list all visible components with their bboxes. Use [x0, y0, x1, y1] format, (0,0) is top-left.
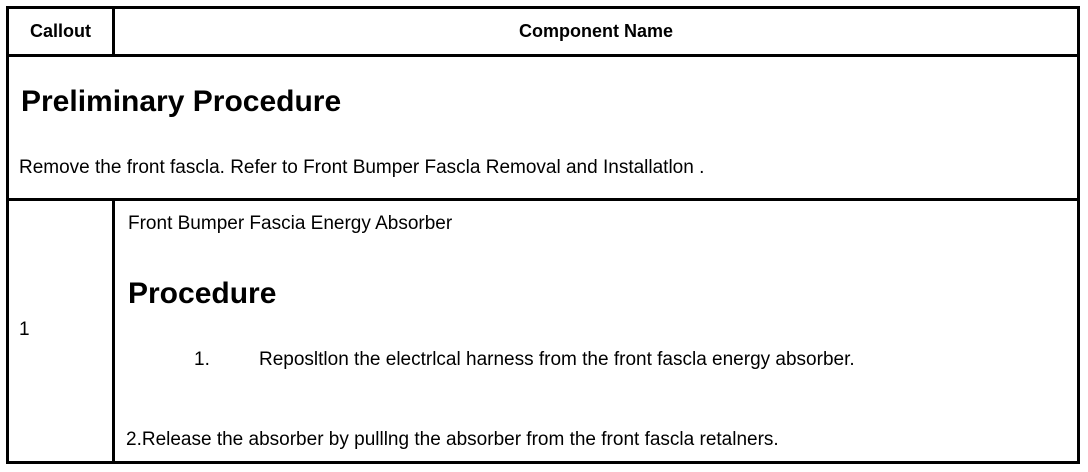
component-table: Callout Component Name Preliminary Proce…	[6, 6, 1080, 464]
callout-number: 1	[19, 319, 30, 340]
preliminary-procedure-text: Remove the front fascla. Refer to Front …	[19, 157, 705, 178]
table-row: 1 Front Bumper Fascia Energy Absorber Pr…	[9, 201, 1077, 461]
component-cell: Front Bumper Fascia Energy Absorber Proc…	[115, 201, 1077, 461]
step-two-text: 2.Release the absorber by pulllng the ab…	[126, 429, 779, 450]
procedure-heading: Procedure	[128, 277, 277, 310]
component-name: Front Bumper Fascia Energy Absorber	[128, 213, 453, 234]
component-name-column-header: Component Name	[518, 21, 673, 41]
callout-cell: 1	[9, 201, 115, 461]
preliminary-procedure-row: Preliminary Procedure Remove the front f…	[9, 57, 1077, 201]
callout-column-header: Callout	[9, 9, 115, 54]
step-one-text: Reposltlon the electrlcal harness from t…	[259, 349, 855, 370]
step-one-number: 1.	[194, 349, 210, 370]
table-header-row: Callout Component Name	[9, 9, 1077, 57]
preliminary-procedure-heading: Preliminary Procedure	[21, 85, 342, 118]
